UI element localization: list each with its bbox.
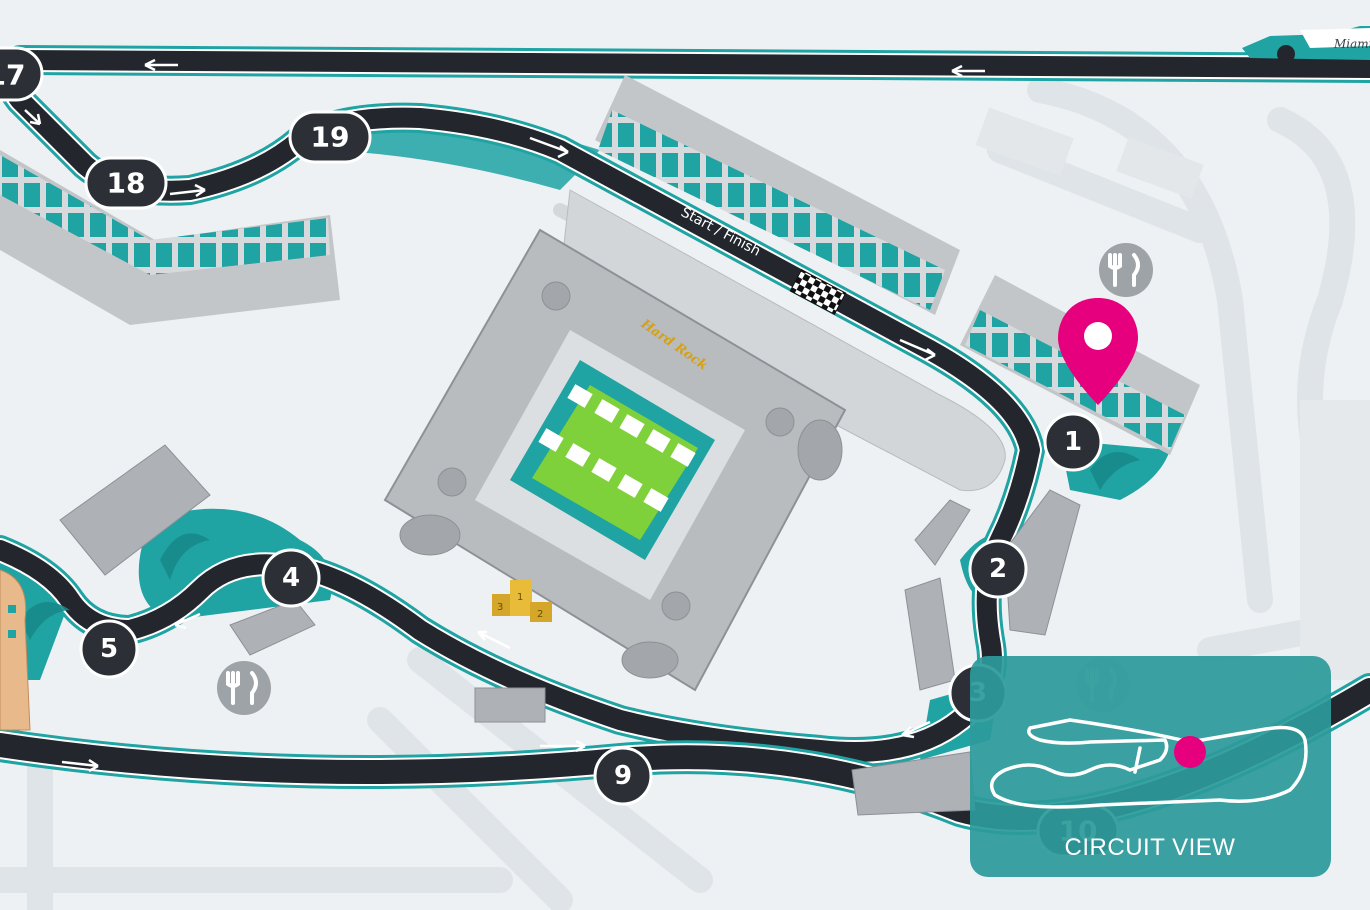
buildings xyxy=(59,444,1081,816)
podium-third: 3 xyxy=(497,602,503,613)
parking-lot xyxy=(1300,400,1370,680)
podium-first: 1 xyxy=(517,592,523,603)
car-livery-text: Miami xyxy=(1333,37,1370,51)
turn-marker-1[interactable]: 1 xyxy=(1043,412,1103,472)
turn-5-label: 5 xyxy=(100,634,118,664)
resort-building xyxy=(0,569,31,731)
circuit-outline-icon xyxy=(989,718,1308,809)
turn-18-label: 18 xyxy=(107,167,146,200)
turn-marker-19[interactable]: 19 xyxy=(288,110,372,164)
turn-2-label: 2 xyxy=(989,554,1007,584)
circuit-view-label: CIRCUIT VIEW xyxy=(1065,834,1236,861)
podium-icon: 3 1 2 xyxy=(492,580,552,622)
direction-arrow-icon xyxy=(24,58,985,773)
turn-marker-18[interactable]: 18 xyxy=(84,156,168,210)
turn-marker-17[interactable]: 17 xyxy=(0,46,44,102)
food-icon[interactable] xyxy=(217,661,271,715)
palm-trees xyxy=(20,452,1140,640)
turn-4-label: 4 xyxy=(282,563,300,593)
turn-marker-4[interactable]: 4 xyxy=(261,548,321,608)
circuit-view-button[interactable]: CIRCUIT VIEW xyxy=(970,656,1331,877)
turn-9-label: 9 xyxy=(614,761,632,791)
turn-marker-5[interactable]: 5 xyxy=(79,619,139,679)
turn-17-label: 17 xyxy=(0,59,25,92)
checkered-flag-icon xyxy=(789,268,847,316)
stadium: Hard Rock xyxy=(383,228,847,692)
pit-building xyxy=(559,189,1006,492)
podium-second: 2 xyxy=(537,609,543,620)
turn-marker-9[interactable]: 9 xyxy=(593,746,653,806)
grandstand-left xyxy=(0,150,340,325)
parking-lot xyxy=(1116,137,1204,199)
turn-marker-2[interactable]: 2 xyxy=(968,539,1028,599)
race-car-icon: Miami xyxy=(1242,26,1370,63)
parking-lot xyxy=(975,107,1074,176)
turn-1-label: 1 xyxy=(1064,427,1082,457)
grandstand-main xyxy=(595,75,960,315)
circuit-view-location-dot xyxy=(1174,736,1206,768)
turn-19-label: 19 xyxy=(311,121,350,154)
location-pin-icon[interactable] xyxy=(1058,298,1138,405)
food-icon[interactable] xyxy=(1099,243,1153,297)
